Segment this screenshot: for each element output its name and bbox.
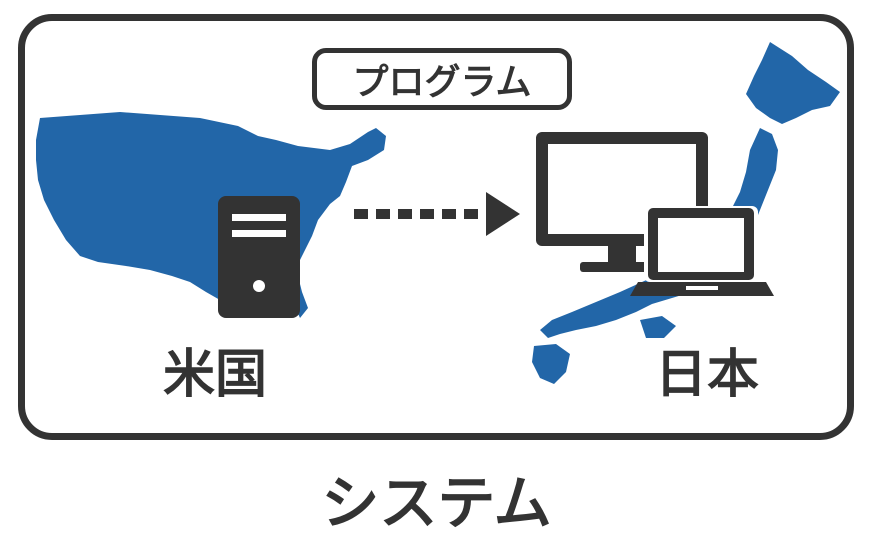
server-icon: [218, 196, 300, 318]
diagram-graphics: [36, 42, 840, 384]
japan-label: 日本: [654, 345, 759, 405]
system-frame: [18, 14, 854, 440]
usa-map-icon: [36, 112, 386, 318]
program-label: プログラム: [312, 48, 572, 110]
system-caption: システム: [321, 469, 552, 537]
us-label: 米国: [162, 345, 267, 405]
japan-map-icon: [532, 42, 840, 384]
dotted-arrow-icon: [354, 192, 520, 236]
laptop-icon: [630, 206, 774, 296]
